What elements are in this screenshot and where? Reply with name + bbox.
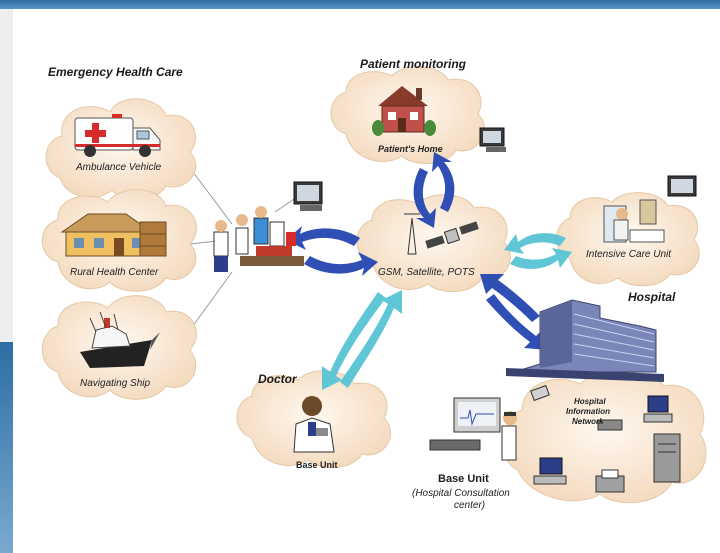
- label-ship: Navigating Ship: [80, 378, 150, 389]
- label-hin-line2: Information: [566, 407, 610, 416]
- monitor-home-icon: [479, 127, 506, 152]
- responders-icon: [213, 206, 304, 272]
- label-rural: Rural Health Center: [70, 267, 159, 278]
- network-hub-icon: [597, 419, 623, 431]
- arrow-emergency-network: [286, 226, 378, 276]
- heading-doctor: Doctor: [258, 372, 298, 386]
- label-ambulance: Ambulance Vehicle: [75, 162, 162, 173]
- label-hin-line3: Network: [572, 417, 604, 426]
- tower-icon: [404, 213, 420, 255]
- left-panel-light: [0, 9, 13, 342]
- home-icon: [372, 86, 436, 136]
- heading-patient-monitoring: Patient monitoring: [360, 57, 467, 71]
- label-hospital-base-unit: Base Unit: [438, 473, 489, 485]
- monitor-emergency-icon: [293, 181, 323, 211]
- label-home: Patient's Home: [378, 144, 443, 154]
- doctor-icon: [293, 396, 335, 453]
- monitor-icu-icon: [667, 175, 697, 197]
- left-panel-blue: [0, 342, 13, 553]
- rural-health-center-icon: [60, 213, 167, 257]
- server-tower-icon: [653, 433, 681, 483]
- arrow-icu-network: [504, 233, 572, 269]
- arrow-hospital-network: [480, 274, 548, 350]
- heading-hospital: Hospital: [628, 290, 676, 304]
- label-network: GSM, Satellite, POTS: [378, 267, 475, 278]
- arrow-doctor-network: [322, 290, 402, 390]
- workstation-icon-1: [643, 395, 673, 423]
- hospital-building-icon: [506, 299, 664, 382]
- label-doctor-base-unit: Base Unit: [296, 460, 338, 470]
- consultation-base-unit-icon: [429, 397, 517, 461]
- top-banner: [0, 0, 720, 9]
- label-hin-line1: Hospital: [574, 397, 606, 406]
- label-consultation-line1: (Hospital Consultation: [412, 488, 510, 499]
- label-icu: Intensive Care Unit: [586, 249, 672, 260]
- printer-icon: [595, 469, 625, 493]
- workstation-icon-2: [533, 457, 567, 485]
- icu-icon: [603, 199, 665, 243]
- arrow-home-network: [413, 152, 455, 228]
- cctv-camera-icon: [530, 384, 550, 402]
- heading-emergency: Emergency Health Care: [48, 65, 183, 79]
- ship-icon: [80, 311, 160, 368]
- satellite-icon: [425, 221, 479, 249]
- ambulance-icon: [74, 114, 161, 157]
- label-consultation-line2: center): [454, 500, 485, 511]
